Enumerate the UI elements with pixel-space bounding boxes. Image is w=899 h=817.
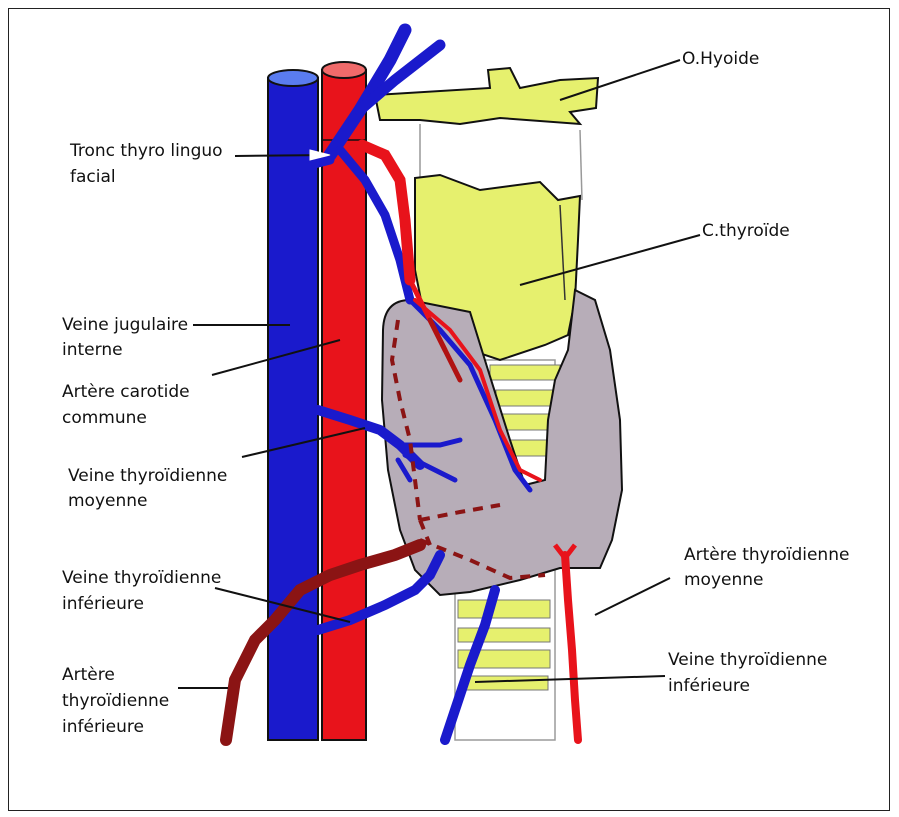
label-ati-line3: inférieure [62, 717, 144, 737]
label-vti-right-line2: inférieure [668, 676, 750, 696]
internal-jugular-vein [268, 78, 318, 740]
label-tronc-line2: facial [70, 167, 116, 187]
label-ati-line2: thyroïdienne [62, 691, 169, 711]
label-o-hyoide: O.Hyoide [682, 49, 759, 69]
label-vtm-line1: Veine thyroïdienne [68, 466, 227, 486]
thyroid-ima-artery [565, 555, 578, 740]
label-tronc-line1: Tronc thyro linguo [69, 141, 223, 161]
label-atm-line2: moyenne [684, 570, 764, 590]
label-carotide-line2: commune [62, 408, 147, 428]
label-vti-left-line2: inférieure [62, 594, 144, 614]
label-carotide-line1: Artère carotide [62, 382, 190, 402]
label-ati-line1: Artère [62, 665, 115, 685]
label-veine-jugulaire-line1: Veine jugulaire [62, 315, 188, 335]
label-veine-jugulaire-line2: interne [62, 340, 123, 360]
label-vti-right-line1: Veine thyroïdienne [668, 650, 827, 670]
label-vti-left-line1: Veine thyroïdienne [62, 568, 221, 588]
label-vtm-line2: moyenne [68, 491, 148, 511]
label-c-thyroide: C.thyroïde [702, 221, 790, 241]
label-atm-line1: Artère thyroïdienne [684, 545, 849, 565]
